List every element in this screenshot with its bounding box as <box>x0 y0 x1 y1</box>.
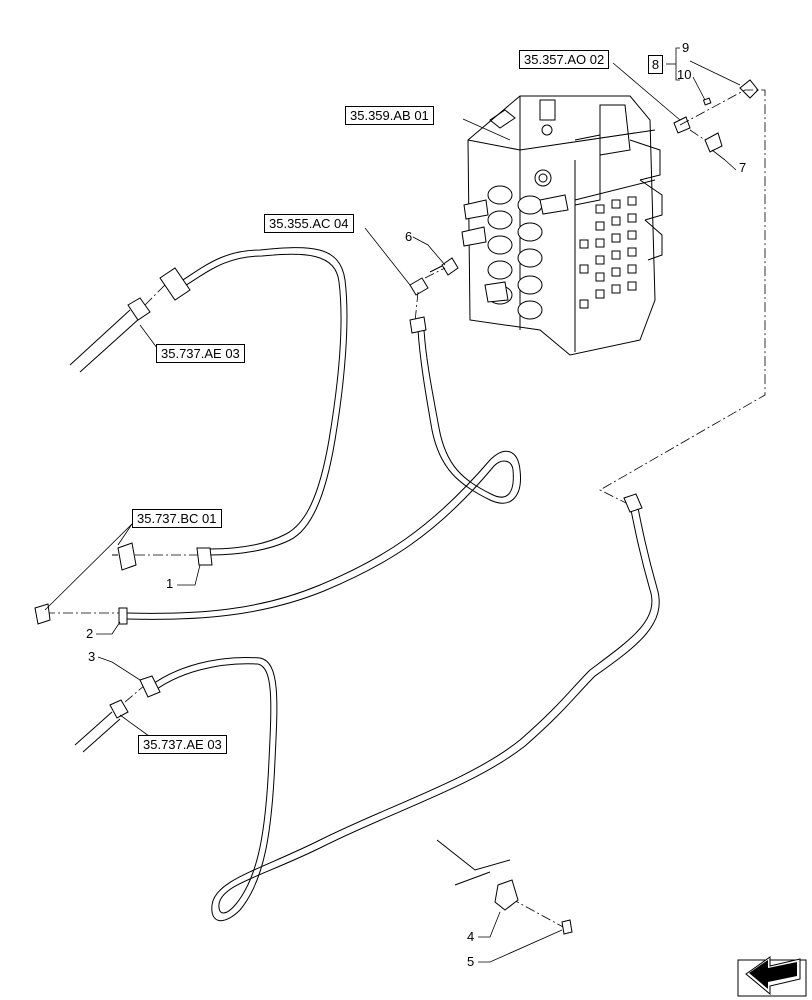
hose-3 <box>139 493 660 922</box>
callout-1[interactable]: 1 <box>166 576 174 591</box>
centerline-part-7 <box>689 129 706 141</box>
group-bracket-8 <box>666 47 680 81</box>
arrow-icon[interactable] <box>737 956 807 997</box>
bolt-part-5 <box>561 919 573 935</box>
callout-10[interactable]: 10 <box>677 67 692 82</box>
tee-fitting-355 <box>409 277 429 296</box>
callout-2[interactable]: 2 <box>86 626 94 641</box>
callout-6[interactable]: 6 <box>405 229 413 244</box>
group-label-8: 8 <box>648 55 663 74</box>
ref-35-357-ao-02[interactable]: 35.357.AO 02 <box>519 50 610 69</box>
ref-35-737-ae-03-bottom[interactable]: 35.737.AE 03 <box>138 735 227 754</box>
connector-bc01-upper <box>112 542 137 571</box>
connector-ae03-top <box>69 297 151 373</box>
centerline-clamp <box>509 897 566 929</box>
detail-view-marker <box>436 839 511 886</box>
port-grid-right <box>579 196 637 309</box>
centerline-ae03-top <box>144 279 171 306</box>
centerline-part-6 <box>424 267 446 279</box>
centerline-ae03-bottom <box>124 684 146 703</box>
fitting-part-7 <box>704 132 723 153</box>
centerline-355 <box>414 291 419 323</box>
fitting-part-6 <box>429 257 459 276</box>
callout-9[interactable]: 9 <box>682 40 690 55</box>
connector-ae03-bottom <box>74 699 129 753</box>
fitting-part-9 <box>739 79 759 99</box>
control-valve-block <box>461 95 663 356</box>
callout-5[interactable]: 5 <box>467 954 475 969</box>
centerline-valve-9 <box>599 89 766 506</box>
spool-set-left <box>461 185 569 320</box>
fitting-357 <box>673 116 691 134</box>
ref-35-737-bc-01[interactable]: 35.737.BC 01 <box>132 509 222 528</box>
callout-4[interactable]: 4 <box>467 929 475 944</box>
ref-35-359-ab-01[interactable]: 35.359.AB 01 <box>345 106 434 125</box>
ref-35-737-ae-03-top[interactable]: 35.737.AE 03 <box>156 344 245 363</box>
callout-7[interactable]: 7 <box>739 160 747 175</box>
hose-2 <box>118 316 521 625</box>
ref-35-355-ac-04[interactable]: 35.355.AC 04 <box>264 214 354 233</box>
hose-1 <box>159 247 348 566</box>
clamp-part-4 <box>494 879 519 911</box>
leader-lines <box>44 60 741 963</box>
callout-3[interactable]: 3 <box>88 649 96 664</box>
